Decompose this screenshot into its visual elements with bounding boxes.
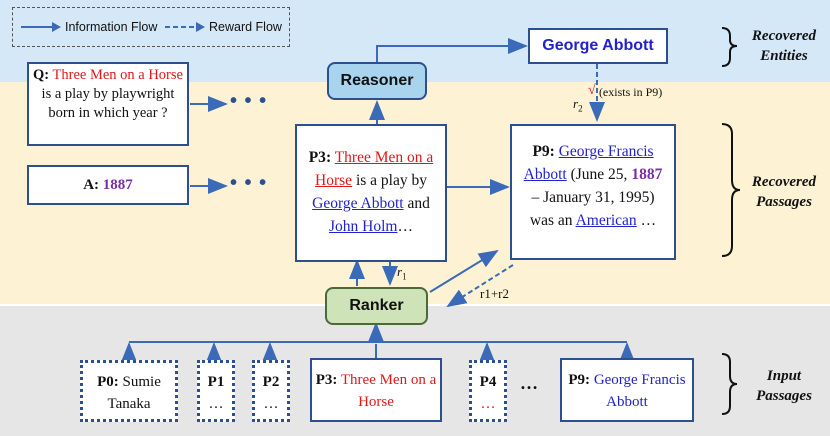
recovered-passage-p3: P3: Three Men on a Horse is a play by Ge… [295, 124, 447, 262]
solid-arrow-icon [21, 22, 61, 32]
question-text: Q: Three Men on a Horse is a play by pla… [33, 67, 183, 121]
p9-reward-arrow [446, 264, 514, 308]
r1-plus-r2-label: r1+r2 [480, 286, 509, 301]
input-passage-p3: P3: Three Men on a Horse [310, 358, 442, 422]
question-title: Three Men on a Horse [52, 67, 183, 83]
input-passage-p4: P4 … [469, 360, 507, 422]
p3-entity-george-abbott[interactable]: George Abbott [312, 195, 404, 212]
question-rest: is a play by playwright born in which ye… [41, 86, 175, 121]
p9-title-link[interactable]: George Francis Abbott [523, 143, 654, 183]
question-box: Q: Three Men on a Horse is a play by pla… [27, 62, 189, 146]
input-passage-p9: P9: George Francis Abbott [560, 358, 694, 422]
answer-dots: • • • [230, 172, 268, 194]
ranker-to-p9-arrow [429, 249, 499, 293]
input-passages-ellipsis: … [520, 373, 538, 393]
reasoner-node: Reasoner [327, 62, 427, 100]
question-prefix: Q [33, 67, 45, 83]
label-recovered-entities: Recovered Entities [751, 28, 817, 64]
p3-id: P3 [308, 149, 326, 166]
reasoner-to-entity-arrow [376, 38, 528, 62]
answer-prefix: A: [83, 177, 100, 193]
inputs-brace [721, 353, 738, 415]
entity-george-abbott: George Abbott [542, 37, 654, 54]
legend-information-flow: Information Flow [65, 20, 158, 34]
answer-box: A: 1887 [27, 165, 189, 205]
label-input-passages: Input Passages [756, 368, 812, 404]
ranker-node: Ranker [325, 287, 428, 325]
question-dots: • • • [230, 90, 268, 112]
r2-label: r2 [573, 96, 583, 114]
entity-box: George Abbott [528, 28, 668, 64]
p3-entity-john-holm[interactable]: John Holm [329, 218, 398, 235]
check-mark-icon: √ [588, 83, 596, 98]
dashed-arrow-icon [165, 22, 205, 32]
r1-label: r1 [397, 264, 407, 282]
recovered-passage-p9: P9: George Francis Abbott (June 25, 1887… [510, 124, 676, 260]
p3-title-link[interactable]: Three Men on a Horse [315, 149, 434, 189]
legend: Information Flow Reward Flow [12, 7, 290, 47]
entities-brace [721, 27, 738, 67]
p9-id: P9 [532, 143, 550, 160]
exists-note: (exists in P9) [598, 85, 663, 99]
answer-value: 1887 [102, 177, 133, 193]
passages-brace [721, 123, 741, 257]
p9-year: 1887 [631, 166, 663, 183]
label-recovered-passages: Recovered Passages [751, 174, 817, 210]
reward-check-annotation: √ (exists in P9) [588, 83, 663, 105]
input-passage-p0: P0: Sumie Tanaka [80, 360, 178, 422]
p9-link-american[interactable]: American [575, 212, 637, 229]
legend-reward-flow: Reward Flow [209, 20, 282, 34]
input-passage-p2: P2 … [252, 360, 290, 422]
input-passage-p1: P1 … [197, 360, 235, 422]
